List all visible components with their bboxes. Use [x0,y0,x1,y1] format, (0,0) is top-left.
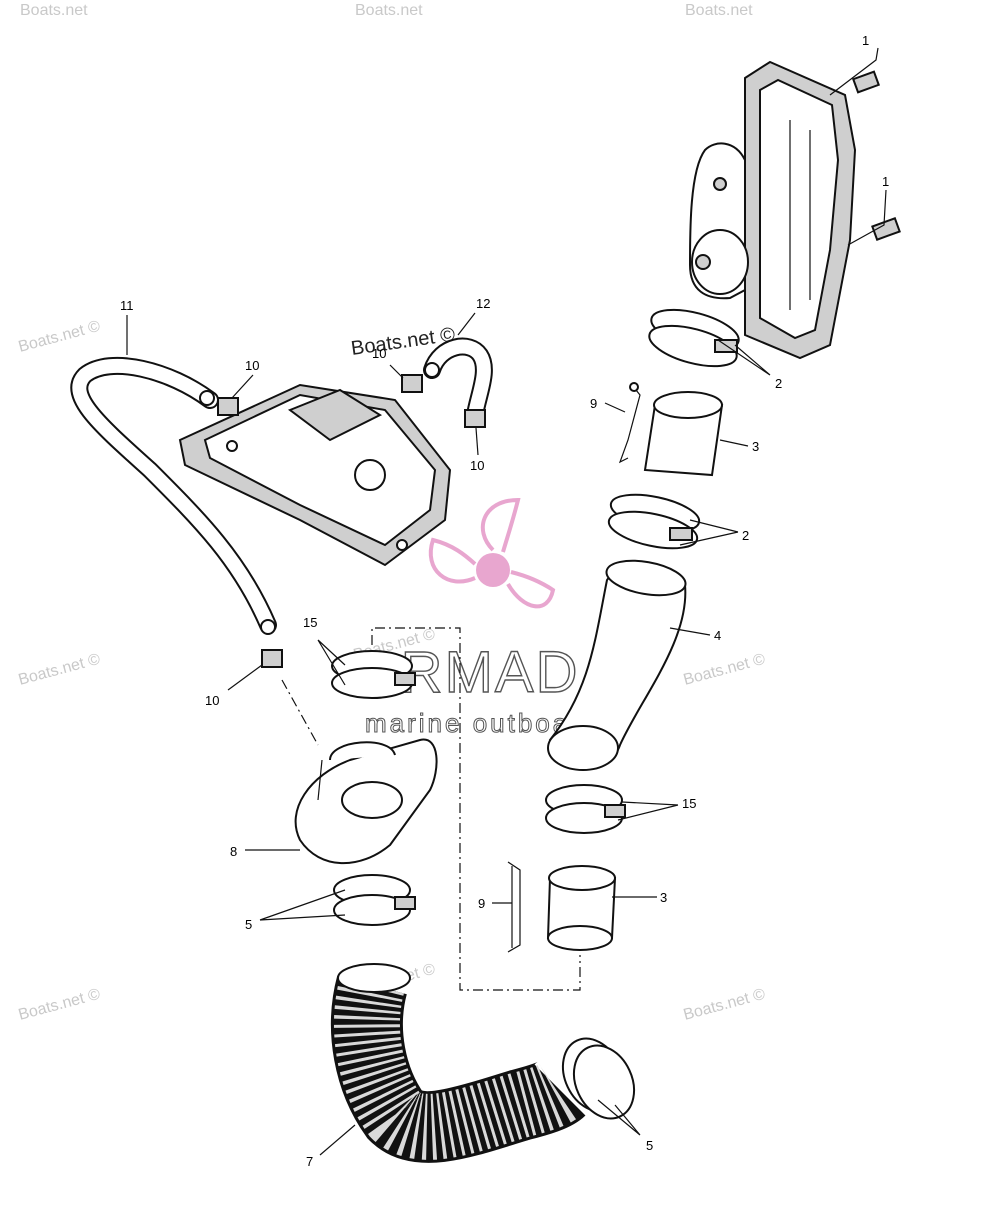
fitting-10-b [401,374,423,393]
callout-10: 10 [245,358,259,373]
watermark-text: Boats.net © [17,318,103,356]
callout-7: 7 [306,1154,313,1169]
callout-3: 3 [752,439,759,454]
exhaust-manifold [688,60,857,360]
fitting-10-c [464,409,486,428]
callout-10: 10 [470,458,484,473]
callout-1: 1 [862,33,869,48]
callout-8: 8 [230,844,237,859]
mounting-plate-8 [294,738,438,865]
plug-1-top [851,70,881,94]
fitting-10-d [261,649,283,668]
elbow-hose-12 [423,337,493,424]
clamp-pair-15-right [545,784,626,834]
callout-9: 9 [478,896,485,911]
leader-lines [126,47,887,1156]
hose-11 [70,356,277,635]
clamp-pair-2-lower [607,493,701,550]
clamp-pair-5-right [561,1037,636,1120]
clamp-pair-5-left [333,874,416,926]
callout-1: 1 [882,174,889,189]
retainer-clip-9-lower [507,861,521,953]
fitting-10-a [217,397,239,416]
callout-5: 5 [646,1138,653,1153]
clamp-pair-2-upper [648,308,740,368]
callout-9: 9 [590,396,597,411]
callout-10: 10 [372,346,386,361]
watermark-text: Boats.net © [682,986,768,1024]
callout-2: 2 [742,528,749,543]
watermark-text: Boats.net © [17,986,103,1024]
callout-12: 12 [476,296,490,311]
cover-plate [178,383,452,567]
watermark-text: Boats.net [355,2,423,19]
sleeve-3-lower [546,865,617,951]
callout-10: 10 [205,693,219,708]
propeller-icon [428,497,556,609]
elbow-hose-4 [547,559,687,771]
sleeve-3-upper [643,391,724,477]
callout-5: 5 [245,917,252,932]
retainer-clip-9-upper [618,382,641,464]
callout-labels: 1 1 2 2 3 3 4 5 5 7 8 9 9 10 10 10 10 11… [120,33,889,1169]
assembly-lines [281,627,581,991]
callout-11: 11 [120,298,134,313]
callout-15: 15 [682,796,696,811]
callout-4: 4 [714,628,721,643]
watermark-text: Boats.net [685,2,753,19]
watermark-text: Boats.net © [17,651,103,689]
bellows-hose-7 [331,963,586,1163]
watermark-text: Boats.net [20,2,88,19]
callout-15: 15 [303,615,317,630]
clamp-pair-15-left [331,650,416,699]
callout-3: 3 [660,890,667,905]
watermark-text: Boats.net © [682,651,768,689]
callout-2: 2 [775,376,782,391]
